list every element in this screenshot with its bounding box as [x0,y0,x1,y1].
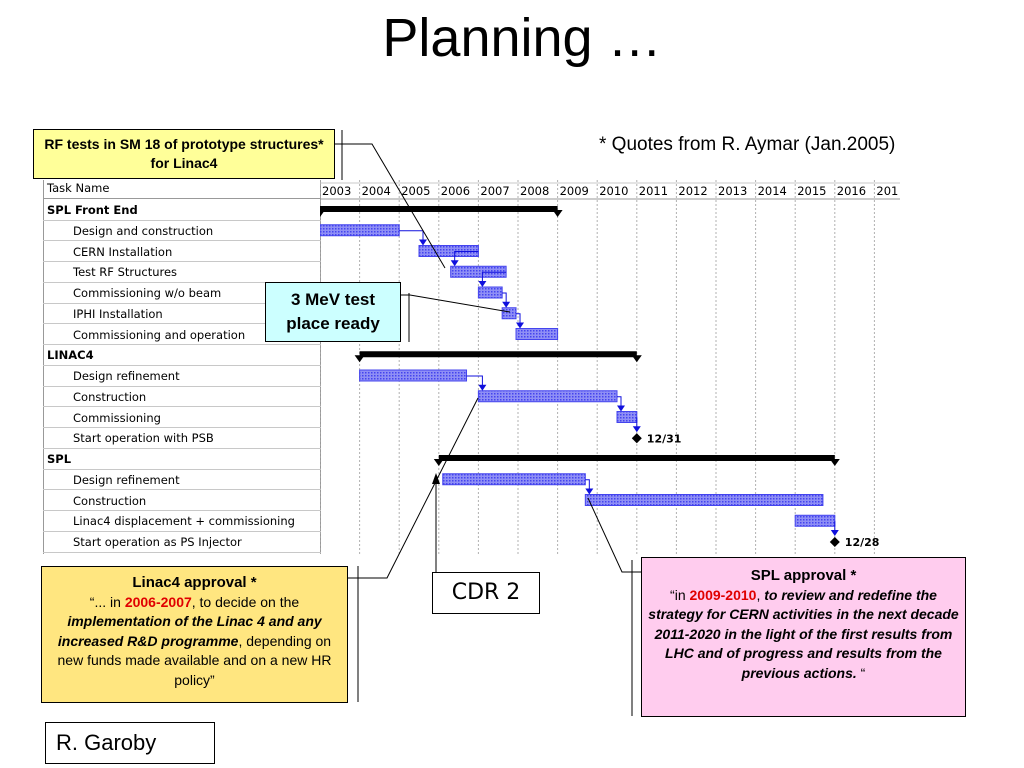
mev-ready-line2: place ready [286,314,380,333]
milestone-diamond [631,433,642,444]
dependency-arrowhead [632,426,641,433]
task-row: Start operation with PSB [43,428,321,449]
dependency-arrowhead [830,530,839,536]
summary-end-cap [631,355,642,363]
summary-start-cap [433,459,444,466]
spl-quote-text2: “ [856,664,866,681]
task-row: CERN Installation [43,242,321,263]
mev-ready-line1: 3 MeV test [290,290,376,309]
task-row: Construction [43,491,321,512]
task-row: Commissioning [43,408,321,429]
year-label: 2015 [797,184,826,198]
milestone-diamond [829,537,840,547]
page-title: Planning … [382,8,662,68]
summary-bar [438,455,835,461]
year-label: 2010 [599,184,628,198]
task-bar [794,514,836,527]
dependency-arrow [617,396,622,410]
task-table-frame [43,180,321,554]
quote-note: * Quotes from R. Aymar (Jan.2005) [599,134,896,155]
task-row: Start operation as PS Injector [43,532,321,553]
year-label: 2003 [322,184,351,198]
task-table-header: Task Name [43,180,321,199]
author-box: R. Garoby [45,722,215,764]
linac4-quote-open: “... in [89,593,125,610]
dependency-arrowhead [450,260,459,267]
task-bar [501,307,517,320]
linac4-quote-emphasis: implementation of the Linac 4 and any in… [57,613,322,649]
year-label: 2014 [758,184,787,198]
task-bar [515,328,559,340]
summary-end-cap [552,210,563,217]
spl-quote-text1: , [756,586,765,603]
year-label: 2004 [362,184,391,198]
year-label: 2005 [401,184,430,198]
task-row: Commissioning and operation [43,325,321,346]
dependency-arrowhead [419,239,427,246]
dependency-arrowhead [502,301,511,308]
task-row: Design refinement [43,470,321,491]
spl-years: 2009-2010 [689,586,757,603]
task-row: Linac4 displacement + commissioning [43,511,321,532]
task-row-summary: SPL [43,449,321,470]
linac4-years: 2006-2007 [124,593,192,610]
year-label: 2007 [480,184,509,198]
summary-bar [320,206,558,212]
summary-start-cap [320,210,325,217]
task-row: Construction [43,387,321,408]
dependency-arrow [516,313,521,327]
spl-quote-open: “in [670,586,690,603]
task-bar [320,224,400,237]
year-label: 2006 [441,184,470,198]
task-row: Design and construction [43,221,321,242]
year-label: 2009 [560,184,589,198]
dependency-arrowhead [617,405,625,412]
dependency-arrow [585,479,590,493]
year-label: 2012 [678,184,707,198]
year-label: 2013 [718,184,747,198]
task-row: Design refinement [43,366,321,387]
dependency-arrow [399,230,424,244]
dependency-arrowhead [585,488,594,495]
linac4-approval-callout: Linac4 approval * “... in 2006-2007, to … [41,566,348,703]
spl-quote-emphasis: to review and redefine the strategy for … [648,586,959,681]
year-label: 2008 [520,184,549,198]
task-row: Test RF Structures [43,262,321,283]
spl-approval-callout: SPL approval * “in 2009-2010, to review … [641,557,966,717]
summary-bar [359,351,637,358]
task-bar [359,369,468,382]
rf-tests-callout: RF tests in SM 18 of prototype structure… [33,129,335,179]
linac4-quote-text2: , depending on new funds made available … [57,632,332,688]
dependency-arrow [454,251,479,265]
year-label: 2016 [837,184,866,198]
dependency-arrowhead [516,322,525,329]
linac4-approval-heading: Linac4 approval * [132,574,257,591]
summary-end-cap [829,459,840,466]
task-row-summary: SPL Front End [43,200,321,221]
spl-approval-heading: SPL approval * [750,567,857,584]
year-label: 2011 [639,184,668,198]
cdr2-callout: CDR 2 [432,572,540,614]
year-label: 201 [876,184,898,198]
mev-ready-callout: 3 MeV test place ready [265,282,401,342]
dependency-arrowhead [478,281,487,287]
task-row: IPHI Installation [43,304,321,325]
task-row: Commissioning w/o beam [43,283,321,304]
summary-start-cap [354,355,365,363]
task-row-summary: LINAC4 [43,345,321,366]
linac4-approval-quote: “... in 2006-2007, to decide on the impl… [46,593,343,691]
dependency-arrow [481,271,507,285]
task-bar [442,473,586,486]
task-bar [477,286,503,299]
task-bar [477,390,618,403]
milestone-label: 12/28 [845,536,880,549]
dependency-arrowhead [478,384,487,391]
dependency-arrow [466,375,483,389]
task-bar [616,411,638,423]
task-bar [584,494,824,506]
linac4-quote-text1: , to decide on the [191,593,300,610]
milestone-label: 12/31 [647,432,682,445]
spl-approval-quote: “in 2009-2010, to review and redefine th… [646,586,961,684]
